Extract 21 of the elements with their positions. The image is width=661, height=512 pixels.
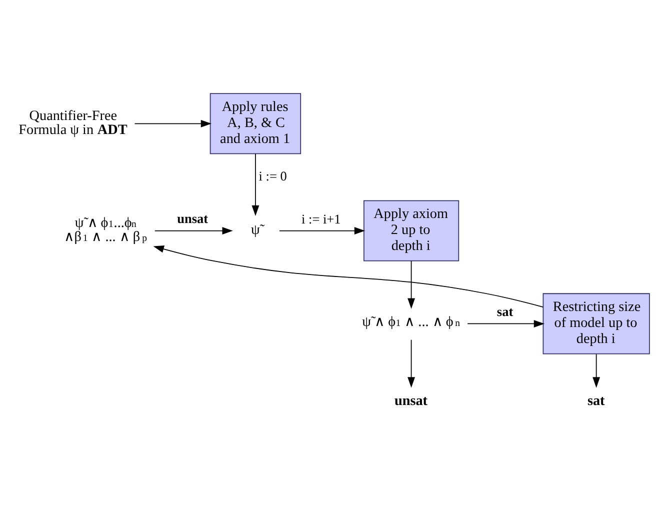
- edge-label: unsat: [177, 210, 208, 226]
- edge-label: i := i+1: [302, 212, 341, 227]
- node-text: Quantifier-Free Formula ψ in ADT: [18, 108, 128, 138]
- arrow: [408, 260, 415, 309]
- arrow: [592, 354, 600, 388]
- arrow: [467, 320, 544, 328]
- arrow: [252, 153, 260, 216]
- arrow: [153, 245, 544, 308]
- node-text: unsat: [394, 393, 428, 409]
- node-box: Apply rules A, B, & C and axiom 1: [210, 93, 302, 154]
- node-box: Apply axiom 2 up to depth i: [363, 200, 460, 262]
- arrow: [134, 120, 212, 128]
- node-box: Restricting size of model up to depth i: [542, 293, 650, 354]
- edge-label: sat: [496, 304, 514, 319]
- node-text: sat: [587, 393, 605, 409]
- arrow: [279, 227, 366, 234]
- arrow: [408, 339, 415, 388]
- arrow: [154, 227, 233, 234]
- node-text: ψ̃ ∧ ϕ1 ∧ ... ∧ ϕn: [362, 314, 460, 330]
- edge-label: i := 0: [258, 168, 287, 184]
- node-text: ψ̃ ∧ ϕ1...ϕn ∧β1 ∧ ... ∧ βp: [64, 215, 148, 246]
